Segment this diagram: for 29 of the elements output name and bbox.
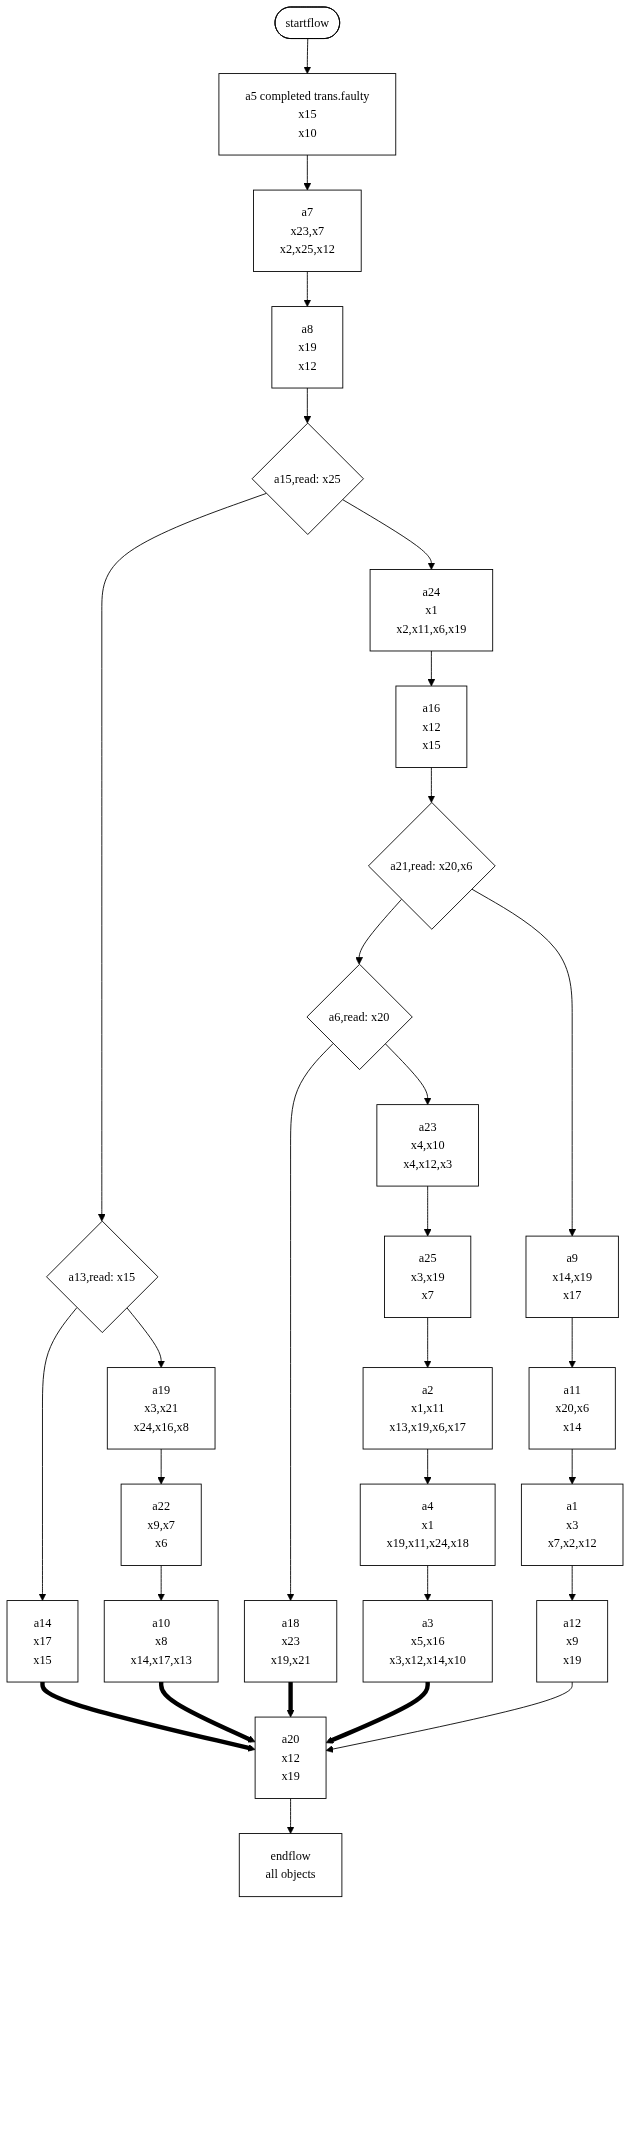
node-box: a10 x8 x14,x17,x13	[103, 1600, 219, 1683]
node-box: a23 x4,x10 x4,x12,x3	[376, 1104, 479, 1187]
node-box: a19 x3,x21 x24,x16,x8	[106, 1367, 216, 1450]
node-box: a5 completed trans.faulty x15 x10	[218, 73, 397, 156]
node-box: a20 x12 x19	[254, 1716, 327, 1799]
node-box: a14 x17 x15	[6, 1600, 79, 1683]
node-box: a22 x9,x7 x6	[120, 1483, 202, 1566]
node-diamond: a6,read: x20	[306, 963, 413, 1071]
arrow	[40, 1682, 256, 1752]
node-box: a4 x1 x19,x11,x24,x18	[359, 1483, 496, 1566]
node-box: a8 x19 x12	[271, 306, 344, 389]
node-box: a9 x14,x19 x17	[525, 1235, 619, 1318]
node-diamond: a21,read: x20,x6	[368, 802, 496, 930]
arrow	[286, 1682, 295, 1718]
node-box: a7 x23,x7 x2,x25,x12	[253, 189, 362, 272]
node-diamond: a13,read: x15	[46, 1220, 159, 1333]
node-box: a3 x5,x16 x3,x12,x14,x10	[362, 1600, 493, 1683]
node-box: a16 x12 x15	[395, 685, 468, 768]
arrow	[325, 1682, 430, 1744]
node-box: endflow all objects	[238, 1833, 343, 1898]
node-box: a25 x3,x19 x7	[384, 1235, 472, 1318]
node-box: a1 x3 x7,x2,x12	[520, 1483, 624, 1566]
node-diamond: a15,read: x25	[251, 422, 364, 535]
node-box: a2 x1,x11 x13,x19,x6,x17	[362, 1367, 493, 1450]
node-box: a11 x20,x6 x14	[528, 1367, 616, 1450]
node-box: a12 x9 x19	[536, 1600, 609, 1683]
node-box: a18 x23 x19,x21	[243, 1600, 338, 1683]
node-box: a24 x1 x2,x11,x6,x19	[369, 569, 494, 652]
arrow	[159, 1682, 256, 1743]
